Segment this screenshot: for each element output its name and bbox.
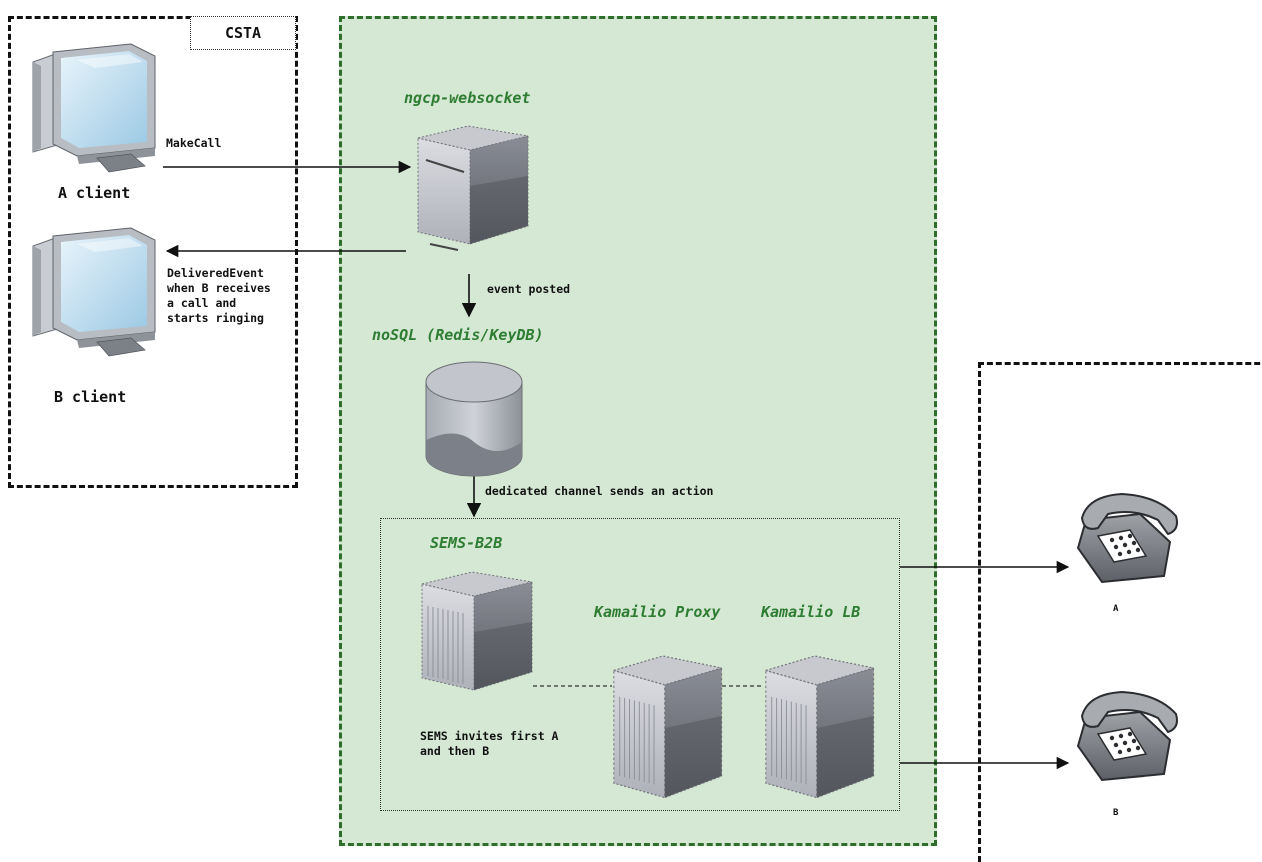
event-posted-label: event posted xyxy=(487,282,571,296)
deliveredevent-label: DeliveredEvent when B receives a call an… xyxy=(167,266,271,325)
server-tower-icon xyxy=(417,125,529,251)
dedicated-channel-label: dedicated channel sends an action xyxy=(485,484,714,498)
csta-zone xyxy=(8,16,298,488)
desktop-computer-icon xyxy=(32,43,156,173)
phone-a-label: A xyxy=(1113,604,1119,614)
desktop-computer-icon xyxy=(32,227,156,357)
telephone-icon xyxy=(1076,690,1178,782)
sip-stack-zone xyxy=(380,518,900,811)
b-client-label: B client xyxy=(54,388,127,406)
csta-label-box: CSTA xyxy=(190,16,296,50)
a-client-label: A client xyxy=(58,184,131,202)
kamailio-lb-label: Kamailio LB xyxy=(761,603,861,621)
server-tower-icon xyxy=(613,655,723,799)
database-cylinder-icon xyxy=(425,361,523,477)
sems-label: SEMS-B2B xyxy=(430,534,503,552)
csta-label: CSTA xyxy=(224,24,262,42)
websocket-label: ngcp-websocket xyxy=(404,89,531,107)
sems-invites-label: SEMS invites first A and then B xyxy=(420,729,559,758)
phone-b-label: B xyxy=(1113,808,1119,818)
server-tower-icon xyxy=(765,655,875,799)
nosql-label: noSQL (Redis/KeyDB) xyxy=(372,326,544,344)
makecall-label: MakeCall xyxy=(166,136,222,150)
server-tower-icon xyxy=(421,571,533,691)
phones-zone xyxy=(978,362,1262,862)
diagram-canvas xyxy=(32,43,1178,799)
telephone-icon xyxy=(1076,492,1178,584)
kamailio-proxy-label: Kamailio Proxy xyxy=(594,603,721,621)
